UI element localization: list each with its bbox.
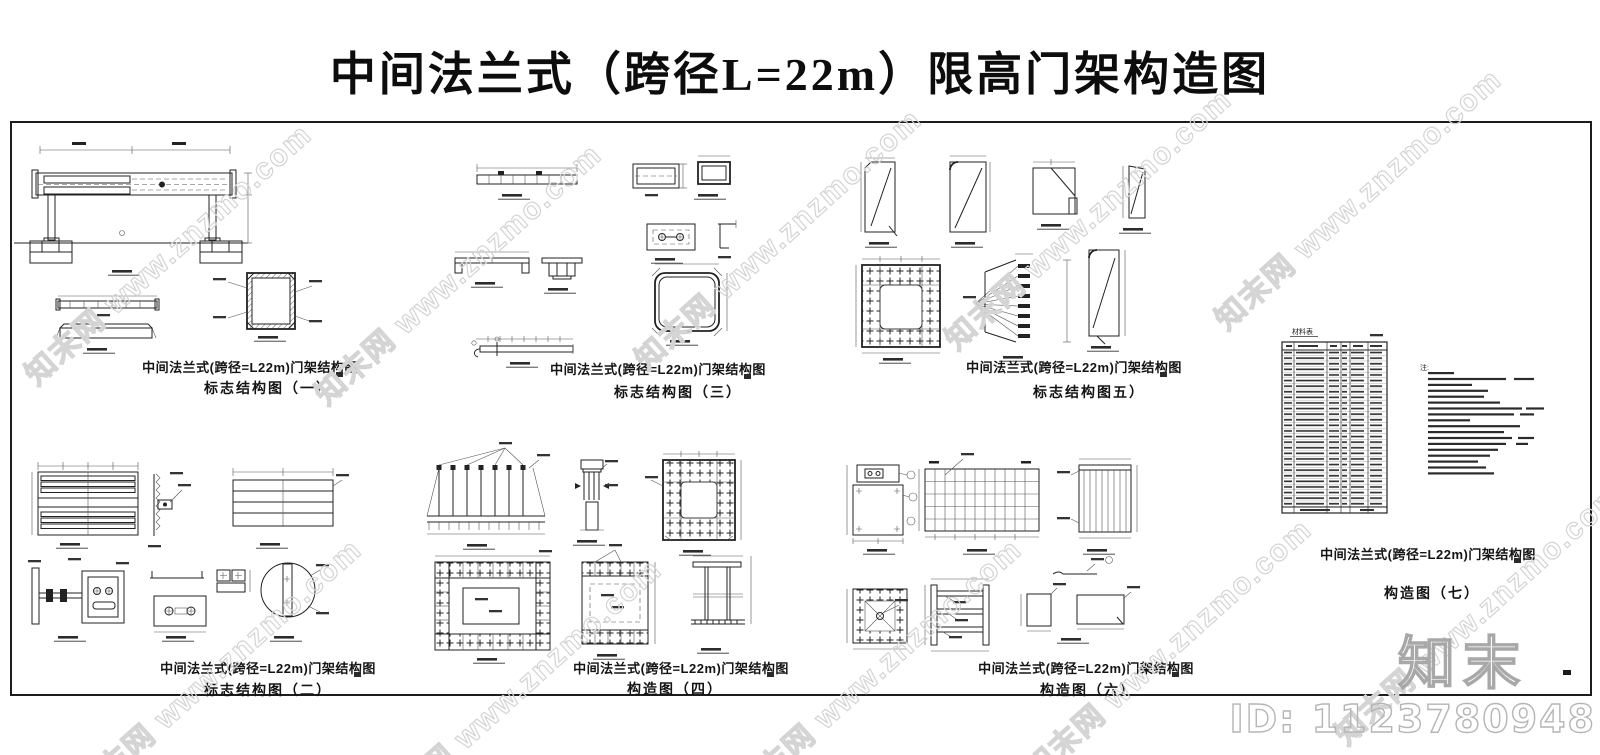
subcaption-panel-4: 标志结构图（二） <box>204 682 332 698</box>
scale-mark <box>336 372 343 377</box>
scale-m ark <box>767 672 774 677</box>
scale-mark <box>1160 372 1167 377</box>
corner-stamp <box>1563 670 1571 675</box>
sheet-border <box>10 121 1592 696</box>
subcaption-panel-7: 构造图（七） <box>1384 585 1480 601</box>
subcaption-panel-3: 标志结构图五） <box>1033 384 1145 400</box>
image-id: ID: 1123780948 <box>1229 696 1596 741</box>
scale-mark <box>1514 558 1521 563</box>
subcaption-panel-2: 标志结构图（三） <box>614 384 742 400</box>
subcaption-panel-1: 标志结构图（一） <box>204 380 332 396</box>
caption-panel-3: 中间法兰式(跨径=L22m)门架结构图 <box>966 360 1182 375</box>
subcaption-panel-6: 构造图（六） <box>1040 682 1136 698</box>
znzmo-logo: 知末 <box>1397 631 1528 697</box>
caption-panel-7: 中间法兰式(跨径=L22m)门架结构图 <box>1320 547 1536 562</box>
page-title: 中间法兰式（跨径L=22m）限高门架构造图 <box>329 49 1271 100</box>
scale-mark <box>744 374 751 379</box>
caption-panel-4: 中间法兰式(跨径=L22m)门架结构图 <box>160 661 376 676</box>
scale-mark <box>1172 672 1179 677</box>
scale-mark <box>354 672 361 677</box>
caption-panel-2: 中间法兰式(跨径=L22m)门架结构图 <box>550 362 766 377</box>
subcaption-panel-5: 构造图（四） <box>627 681 723 697</box>
caption-panel-1: 中间法兰式(跨径=L22m)门架结构图 <box>142 360 358 375</box>
caption-panel-6: 中间法兰式(跨径=L22m)门架结构图 <box>978 661 1194 676</box>
caption-panel-5: 中间法兰式(跨径=L22m)门架结构图 <box>573 661 789 676</box>
